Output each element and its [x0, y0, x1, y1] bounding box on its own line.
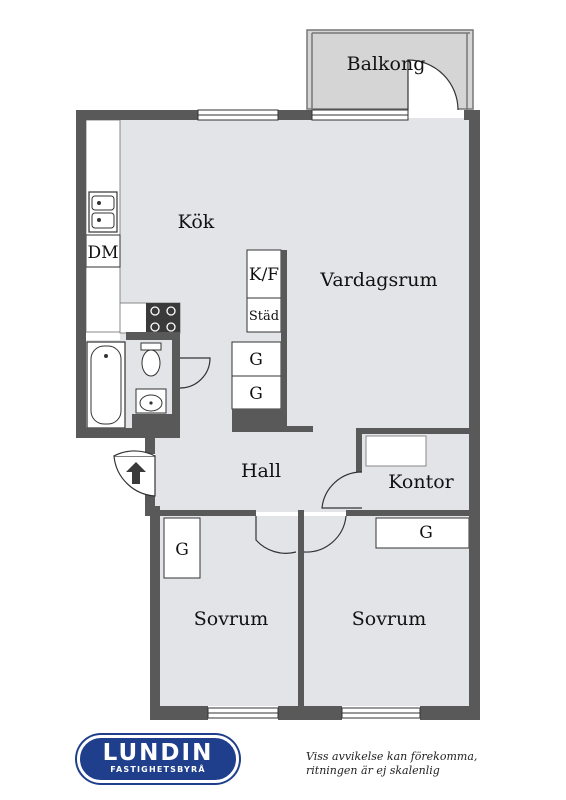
cleaning-closet-box: [246, 297, 282, 333]
wardrobe-hall-1-label: G: [249, 350, 263, 370]
sink-icon: [88, 191, 118, 233]
disclaimer: Viss avvikelse kan förekomma, ritningen …: [306, 750, 546, 778]
dishwasher-label: DM: [87, 243, 118, 263]
dishwasher-box: [85, 234, 121, 268]
room-label-hall: Hall: [241, 460, 281, 482]
room-label-kok: Kök: [178, 211, 215, 233]
wardrobe-hall-1-box: [231, 341, 282, 377]
fridge-freezer-label: K/F: [249, 265, 279, 285]
bathtub-icon: [86, 341, 126, 429]
stove-icon: [146, 303, 180, 335]
toilet-icon: [140, 342, 162, 377]
wardrobe-bedroom-left-box: [163, 517, 201, 579]
doors: [179, 59, 459, 554]
wardrobe-hall-2-label: G: [249, 384, 263, 404]
walls: [76, 110, 480, 720]
windows: [197, 109, 421, 719]
washbasin-icon: [135, 388, 167, 414]
logo-tagline: FASTIGHETSBYRÅ: [110, 765, 206, 774]
entrance-arrow-icon: [126, 462, 146, 484]
room-label-balkong: Balkong: [347, 53, 426, 75]
logo-name: LUNDIN: [102, 740, 214, 766]
fridge-freezer-box: [246, 249, 282, 299]
wardrobe-bedroom-right-box: [375, 517, 470, 549]
wardrobe-bedroom-left-label: G: [175, 540, 189, 560]
room-label-sovrum-left: Sovrum: [194, 608, 269, 630]
wardrobe-bedroom-right-label: G: [419, 523, 433, 543]
room-label-vardagsrum: Vardagsrum: [319, 269, 437, 291]
balcony-railing: [311, 32, 470, 110]
hall-floor: [155, 432, 362, 512]
room-label-kontor: Kontor: [388, 471, 454, 493]
cleaning-closet-label: Städ: [249, 309, 279, 324]
company-logo: LUNDIN FASTIGHETSBYRÅ: [77, 735, 239, 783]
disclaimer-line-2: ritningen är ej skalenlig: [306, 764, 440, 777]
room-label-sovrum-right: Sovrum: [352, 608, 427, 630]
disclaimer-line-1: Viss avvikelse kan förekomma,: [306, 750, 478, 763]
office-shelf: [365, 435, 427, 467]
